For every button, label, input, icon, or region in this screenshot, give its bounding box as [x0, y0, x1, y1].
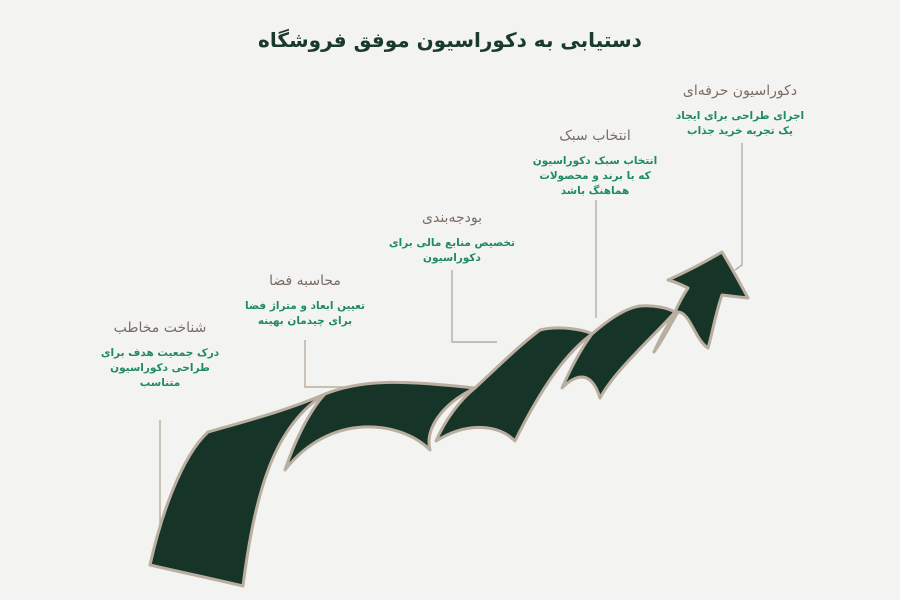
step-style: انتخاب سبک انتخاب سبک دکوراسیون که با بر… [515, 128, 675, 199]
step-description-line: برای چیدمان بهینه [257, 315, 353, 327]
step-title: بودجه‌بندی [422, 210, 482, 226]
step-audience: شناخت مخاطب درک جمعیت هدف برای طراحی دکو… [80, 320, 240, 391]
step-description: اجرای طراحی برای ایجاد یک تجربه خرید جذا… [660, 109, 820, 139]
step-description: تخصیص منابع مالی برای دکوراسیون [372, 236, 532, 266]
step-description-line: درک جمعیت هدف برای [100, 347, 220, 359]
ribbon-panel-3 [434, 326, 594, 443]
connector-line-5 [734, 143, 743, 271]
step-description-line: تعیین ابعاد و متراژ فضا [245, 300, 365, 312]
step-title: محاسبه فضا [269, 273, 341, 289]
connector-line-2 [304, 340, 350, 388]
ribbon-panel-1 [148, 392, 327, 588]
step-description-line: هماهنگ باشد [560, 185, 630, 197]
step-description-line: که با برند و محصولات [539, 170, 651, 182]
step-description-line: انتخاب سبک دکوراسیون [532, 155, 658, 167]
step-description-line: متناسب [139, 377, 181, 389]
step-description: درک جمعیت هدف برای طراحی دکوراسیون متناس… [80, 346, 240, 391]
step-description-line: طراحی دکوراسیون [110, 362, 210, 374]
ribbon-panel-4 [560, 304, 677, 400]
step-description-line: دکوراسیون [423, 252, 481, 264]
step-description: تعیین ابعاد و متراژ فضا برای چیدمان بهین… [225, 299, 385, 329]
step-description: انتخاب سبک دکوراسیون که با برند و محصولا… [515, 154, 675, 199]
step-description-line: یک تجربه خرید جذاب [687, 125, 793, 137]
connector-line-3 [451, 270, 497, 343]
step-title: شناخت مخاطب [113, 320, 207, 336]
step-description-line: اجرای طراحی برای ایجاد [675, 110, 805, 122]
step-space: محاسبه فضا تعیین ابعاد و متراژ فضا برای … [225, 273, 385, 329]
step-title: انتخاب سبک [559, 128, 631, 144]
step-budget: بودجه‌بندی تخصیص منابع مالی برای دکوراسی… [372, 210, 532, 266]
step-professional: دکوراسیون حرفه‌ای اجرای طراحی برای ایجاد… [660, 83, 820, 139]
ribbon-panel-5 [652, 250, 750, 354]
ribbon-panel-2 [283, 380, 477, 472]
step-title: دکوراسیون حرفه‌ای [682, 83, 798, 99]
step-description-line: تخصیص منابع مالی برای [389, 237, 515, 249]
diagram-title: دستیابی به دکوراسیون موفق فروشگاه [258, 28, 642, 52]
